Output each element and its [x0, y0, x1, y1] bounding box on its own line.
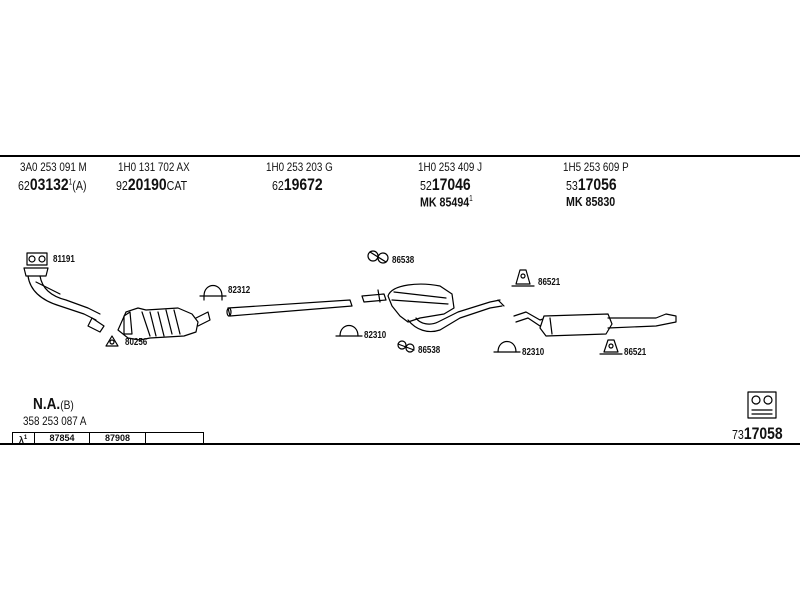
rear-muffler-icon: [513, 311, 677, 337]
part-number-5: 5317056: [566, 175, 617, 194]
lambda-label-cell: λ1: [12, 432, 35, 445]
oe-number-5: 1H5 253 609 P: [563, 160, 629, 174]
mounting-kit-icon: [747, 391, 777, 419]
center-muffler-icon: [361, 283, 505, 333]
hanger-86521-icon: [511, 269, 535, 287]
label-86538-top: 86538: [392, 255, 415, 266]
oe-number-3: 1H0 253 203 G: [266, 160, 333, 174]
label-86538-bottom: 86538: [418, 345, 441, 356]
label-81191: 81191: [53, 254, 75, 265]
lambda-row: [12, 432, 204, 445]
gasket-81191-icon: [26, 252, 48, 266]
part-number-1: 62031321(A): [18, 175, 87, 194]
lambda-cell-1: 87854: [35, 432, 90, 444]
mk-number-4: MK 854941: [420, 194, 473, 210]
label-80256: 80256: [125, 337, 148, 348]
label-82310-left: 82310: [364, 330, 387, 341]
part-number-3: 6219672: [272, 175, 323, 194]
clamp-82312-icon: [199, 284, 227, 301]
clamp-82310-icon: [493, 340, 521, 353]
label-86521-top: 86521: [538, 277, 561, 288]
hanger-86538-icon: [397, 340, 415, 353]
top-rule: [0, 155, 800, 157]
gasket-80256-icon: [105, 335, 119, 347]
clamp-82310-icon: [335, 324, 363, 337]
hanger-86521-icon: [599, 339, 623, 355]
front-pipe-icon: [23, 267, 105, 333]
label-82310-right: 82310: [522, 347, 545, 358]
oe-number-1: 3A0 253 091 M: [20, 160, 87, 174]
part-number-2: 9220190CAT: [116, 175, 188, 194]
kit-number: 7317058: [732, 424, 783, 443]
bottom-rule: [0, 443, 800, 445]
label-82312: 82312: [228, 285, 251, 296]
oe-number-2: 1H0 131 702 AX: [118, 160, 190, 174]
oe-number-4: 1H0 253 409 J: [418, 160, 483, 174]
label-86521-bottom: 86521: [624, 347, 647, 358]
na-label: N.A.(B): [33, 396, 74, 413]
part-number-4: 5217046: [420, 175, 471, 194]
mk-number-5: MK 85830: [566, 194, 616, 209]
hanger-86538-icon: [367, 250, 389, 264]
catalytic-converter-icon: [117, 307, 211, 341]
intermediate-pipe-icon: [227, 299, 353, 317]
lambda-cell-2: 87908: [90, 432, 146, 444]
na-oe-number: 358 253 087 A: [23, 414, 87, 428]
